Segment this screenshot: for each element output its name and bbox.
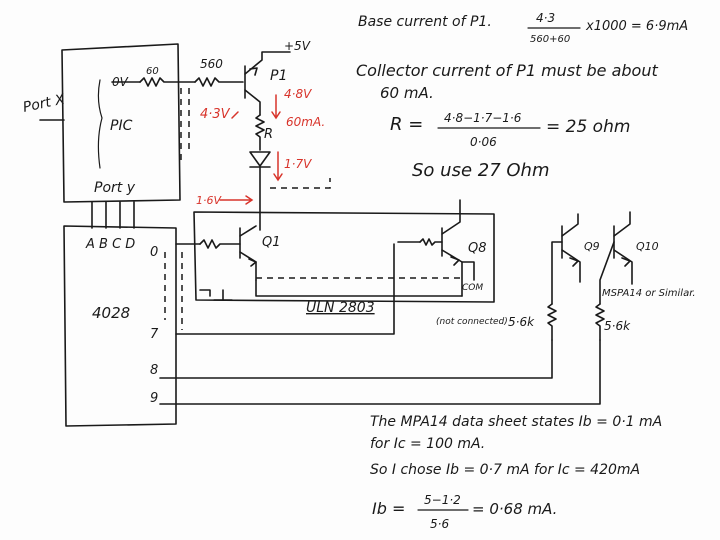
red-label-60ma: 60mA. bbox=[286, 115, 325, 129]
pic-internal-wire bbox=[97, 79, 103, 169]
label-pic: PIC bbox=[110, 118, 133, 134]
label-out9: 9 bbox=[150, 391, 158, 406]
note-r-den: 0·06 bbox=[470, 135, 497, 149]
red-arrow-16 bbox=[219, 195, 254, 205]
p1-emitter bbox=[244, 51, 291, 75]
q8-collector bbox=[441, 199, 461, 235]
red-arrow-48 bbox=[271, 94, 281, 120]
q8-com-line bbox=[461, 261, 475, 281]
label-r: R bbox=[264, 127, 273, 142]
red-label-17v: 1·7V bbox=[284, 157, 312, 171]
note-datasheet-1: The MPA14 data sheet states Ib = 0·1 mA bbox=[370, 414, 662, 430]
q10-arrow bbox=[621, 257, 631, 267]
label-out0: 0 bbox=[150, 245, 158, 260]
label-q1: Q1 bbox=[262, 235, 281, 250]
note-base-result: x1000 = 6·9mA bbox=[585, 19, 688, 34]
uln-box bbox=[193, 211, 495, 303]
note-r-num: 4·8−1·7−1·6 bbox=[444, 111, 522, 125]
note-so-use: So use 27 Ohm bbox=[412, 160, 549, 181]
note-collector-2: 60 mA. bbox=[380, 84, 434, 102]
label-res2: 5·6k bbox=[604, 319, 631, 333]
q9-arrow bbox=[569, 257, 579, 267]
label-ov: 0V bbox=[112, 75, 129, 89]
label-uln: ULN 2803 bbox=[306, 300, 375, 316]
label-60: 60 bbox=[146, 66, 159, 77]
red-label-43v: 4·3V bbox=[200, 107, 231, 122]
note-base-current: Base current of P1. bbox=[358, 14, 492, 30]
resistor-60 bbox=[139, 77, 196, 87]
label-porty: Port y bbox=[94, 180, 136, 196]
red-label-48v: 4·8V bbox=[284, 87, 312, 101]
label-abcd: A B C D bbox=[85, 237, 135, 252]
output7-wire bbox=[175, 243, 395, 335]
label-plus5v: +5V bbox=[284, 39, 311, 53]
label-portx: Port X bbox=[22, 91, 67, 116]
label-out7: 7 bbox=[150, 327, 159, 342]
red-label-16v: 1·6V bbox=[196, 194, 222, 207]
led-output-dash bbox=[270, 178, 331, 189]
note-ib-label: Ib = bbox=[372, 499, 405, 518]
res-q10 bbox=[595, 303, 605, 341]
note-datasheet-2: for Ic = 100 mA. bbox=[370, 436, 485, 452]
note-r-label: R = bbox=[390, 114, 423, 135]
q9-base-link bbox=[551, 241, 563, 305]
q1-collector bbox=[239, 225, 257, 237]
note-ib-num: 5−1·2 bbox=[424, 493, 461, 507]
q8-base-resistor bbox=[419, 238, 443, 246]
p1-collector bbox=[244, 89, 261, 116]
q9-emitter bbox=[561, 249, 581, 283]
label-res1: 5·6k bbox=[508, 315, 535, 329]
note-base-num: 4·3 bbox=[536, 11, 555, 25]
label-q8: Q8 bbox=[468, 241, 487, 256]
q1-emitter bbox=[239, 251, 257, 281]
output9-wire bbox=[159, 339, 601, 405]
label-out8: 8 bbox=[150, 363, 158, 378]
led-triangle bbox=[249, 151, 271, 167]
note-base-den: 560+60 bbox=[530, 34, 570, 45]
note-datasheet-3: So I chose Ib = 0·7 mA for Ic = 420mA bbox=[370, 462, 640, 478]
pic-box bbox=[61, 43, 181, 203]
note-collector-1: Collector current of P1 must be about bbox=[356, 61, 658, 80]
label-com: COM bbox=[462, 283, 483, 293]
label-560: 560 bbox=[200, 57, 223, 71]
label-mpsa: MSPA14 or Similar. bbox=[602, 288, 696, 299]
resistor-560 bbox=[194, 77, 244, 87]
q10-base-link bbox=[599, 241, 615, 305]
q10-emitter bbox=[613, 249, 633, 285]
label-q10: Q10 bbox=[636, 240, 659, 253]
res-q9 bbox=[547, 303, 557, 341]
note-ib-result: = 0·68 mA. bbox=[472, 500, 557, 518]
red-arrow-43 bbox=[231, 111, 239, 119]
q9-collector bbox=[561, 213, 579, 237]
p1-arrow bbox=[249, 67, 258, 76]
red-arrow-17 bbox=[273, 151, 283, 182]
q1-arrow bbox=[248, 258, 257, 267]
resistor-r bbox=[255, 114, 265, 151]
note-r-result: = 25 ohm bbox=[546, 117, 630, 137]
chip-4028-box bbox=[63, 225, 177, 427]
label-p1: P1 bbox=[270, 68, 287, 84]
label-not-connected: (not connected) bbox=[436, 317, 508, 327]
q10-collector bbox=[613, 211, 631, 237]
label-q9: Q9 bbox=[584, 240, 600, 253]
output8-wire bbox=[159, 339, 553, 379]
note-ib-den: 5·6 bbox=[430, 517, 449, 531]
uln-ground-line bbox=[199, 279, 463, 297]
q1-base-resistor bbox=[199, 239, 241, 249]
q8-arrow bbox=[450, 256, 460, 266]
label-4028: 4028 bbox=[92, 304, 130, 322]
